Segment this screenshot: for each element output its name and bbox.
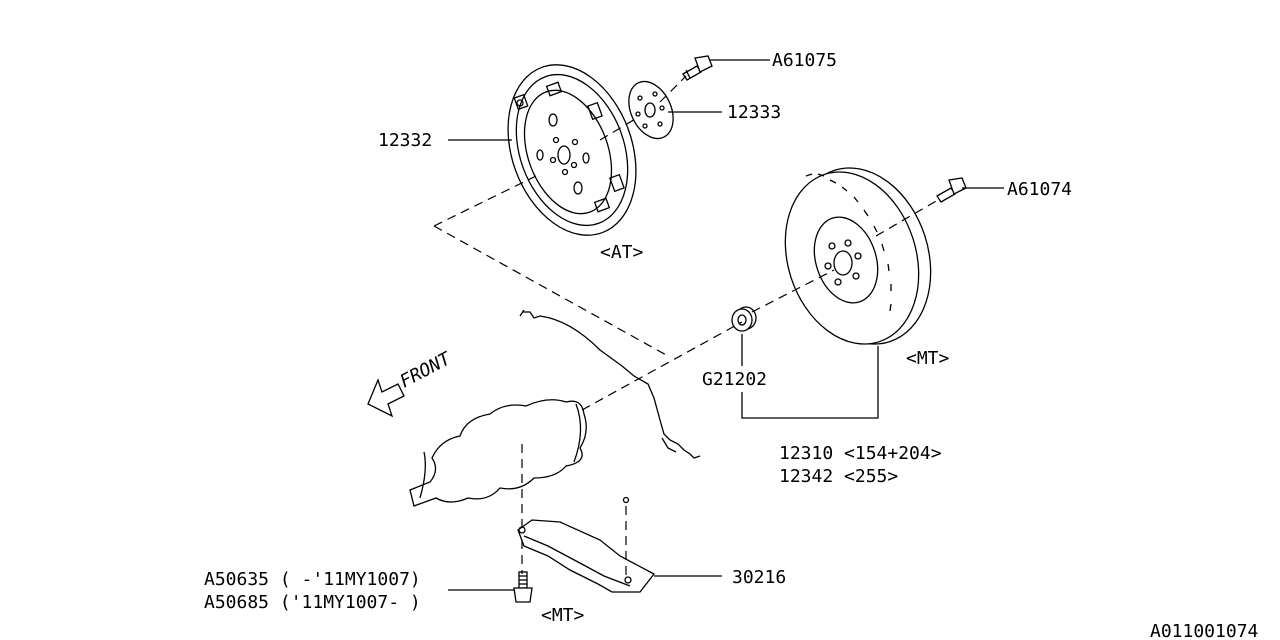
label-a61075: A61075 <box>772 50 837 71</box>
leader-lines <box>448 59 1004 591</box>
cover-30216 <box>517 496 655 593</box>
front-label: FRONT <box>396 348 455 393</box>
bolt-a61075 <box>682 55 713 81</box>
flywheel-12310 <box>784 167 932 345</box>
transmission-outline <box>409 309 701 507</box>
label-12332: 12332 <box>378 130 432 151</box>
label-a61074: A61074 <box>1007 179 1072 200</box>
front-arrow: FRONT <box>367 348 455 418</box>
label-mt-flywheel: <MT> <box>906 348 950 369</box>
label-12342: 12342 <255> <box>779 466 898 487</box>
label-at: <AT> <box>600 242 644 263</box>
bolt-a61074 <box>936 177 967 203</box>
label-g21202: G21202 <box>702 369 767 390</box>
label-12310: 12310 <154+204> <box>779 443 942 464</box>
drive-plate-12332 <box>507 64 637 236</box>
plate-12333 <box>628 80 674 140</box>
label-12333: 12333 <box>727 102 781 123</box>
label-a50635: A50635 ( -'11MY1007) <box>204 569 421 590</box>
label-30216: 30216 <box>732 567 786 588</box>
diagram-id: A011001074 <box>1150 621 1258 640</box>
dashed-guides <box>433 75 939 576</box>
bolt-a50635 <box>513 571 533 603</box>
label-mt-cover: <MT> <box>541 605 585 626</box>
bearing-g21202 <box>731 306 757 332</box>
label-a50685: A50685 ('11MY1007- ) <box>204 592 421 613</box>
